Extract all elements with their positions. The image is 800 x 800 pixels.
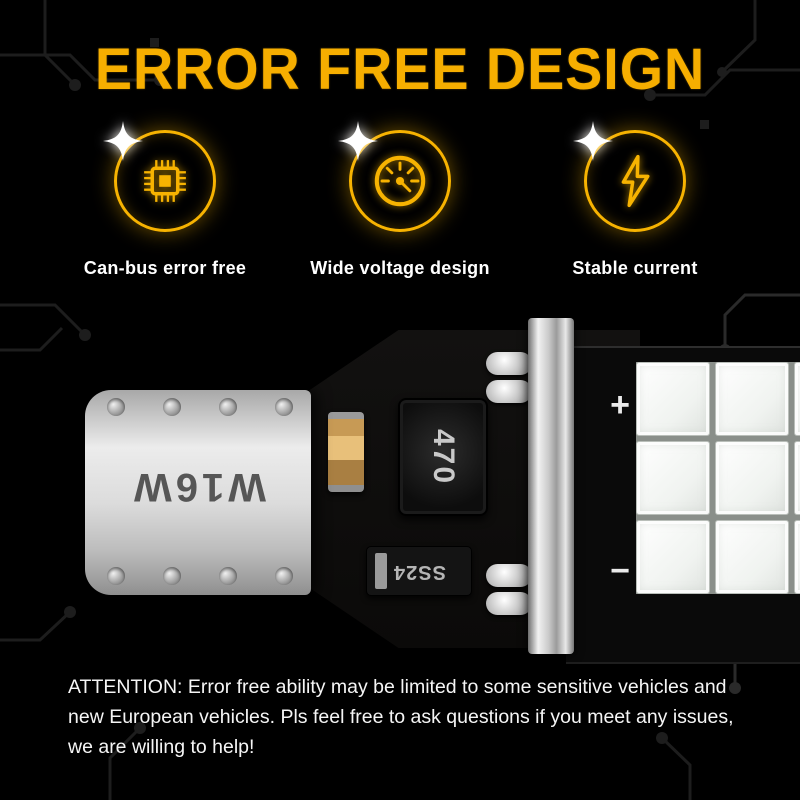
feature-current: Stable current: [505, 121, 765, 279]
inductor-label: 470: [427, 428, 460, 486]
solder-pin: [486, 564, 532, 587]
sparkle-icon: [573, 121, 613, 161]
page-title: ERROR FREE DESIGN: [94, 37, 706, 102]
led-chip: [715, 441, 789, 515]
led-chip: [715, 362, 789, 436]
gauge-icon: [374, 155, 426, 207]
diode-label: SS24: [392, 560, 446, 583]
led-chip: [636, 441, 710, 515]
solder-pin: [486, 592, 532, 615]
feature-canbus: Can-bus error free: [35, 121, 295, 279]
led-chip: [794, 520, 800, 594]
led-chip: [794, 441, 800, 515]
base-dimple: [275, 567, 293, 585]
base-dimple: [163, 567, 181, 585]
led-chip: [636, 362, 710, 436]
sparkle-icon: [338, 121, 378, 161]
base-dimple: [163, 398, 181, 416]
lightning-icon: [621, 154, 650, 208]
feature-label: Wide voltage design: [310, 258, 490, 278]
base-marking: W16W: [130, 465, 266, 509]
feature-circle: [573, 121, 686, 232]
led-chip-grid: [636, 362, 800, 594]
feature-circle: [103, 121, 216, 232]
feature-voltage: Wide voltage design: [270, 121, 530, 279]
feature-label: Can-bus error free: [83, 258, 247, 278]
inductor-component: 470: [398, 398, 488, 516]
feature-circle: [338, 121, 451, 232]
bulb-base: W16W: [85, 390, 311, 595]
base-dimple: [219, 398, 237, 416]
led-chip: [794, 362, 800, 436]
chip-icon: [144, 160, 186, 202]
solder-pin: [486, 380, 532, 403]
feature-label: Stable current: [572, 258, 698, 278]
base-dimple: [219, 567, 237, 585]
attention-note: ATTENTION: Error free ability may be lim…: [68, 676, 734, 759]
capacitor-component: [328, 412, 364, 492]
diode-band: [375, 553, 387, 589]
base-dimple: [107, 567, 125, 585]
base-dimple: [275, 398, 293, 416]
metal-clamp: [528, 318, 574, 654]
solder-pin: [486, 352, 532, 375]
diode-component: SS24: [366, 546, 472, 596]
led-chip: [636, 520, 710, 594]
sparkle-icon: [103, 121, 143, 161]
polarity-minus: −: [610, 552, 630, 590]
led-chip: [715, 520, 789, 594]
polarity-plus: +: [610, 386, 630, 424]
base-dimple: [107, 398, 125, 416]
